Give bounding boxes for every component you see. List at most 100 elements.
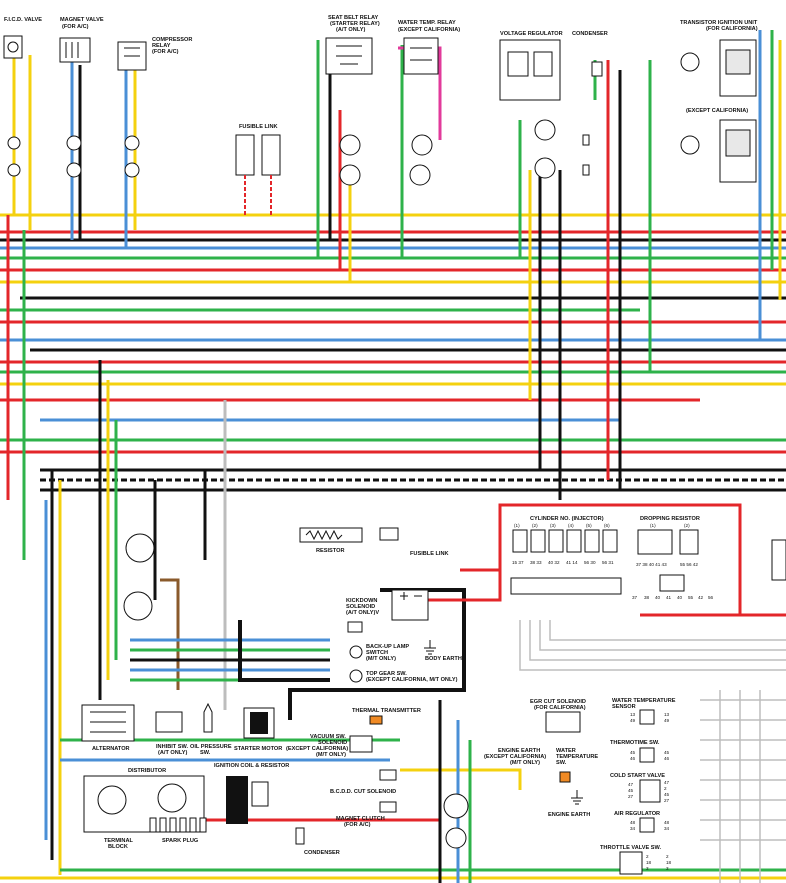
resistor-pin-row: 37 38 40 41 40 55 42 56 xyxy=(632,595,714,600)
pin-label: 49 xyxy=(664,718,670,723)
thermotime-label: THERMOTIME SW. xyxy=(610,740,660,746)
condenser-bottom-label: CONDENSER xyxy=(304,850,340,856)
pin-label: 13 xyxy=(664,712,670,717)
seat-belt-relay xyxy=(325,37,373,186)
kickdown-solenoid xyxy=(347,621,363,633)
inhibit-switch xyxy=(155,711,183,733)
body-earth-symbol xyxy=(424,640,436,655)
cold-start-pins: 47 2 45 27 47 45 27 xyxy=(628,780,670,803)
backup-lamp-label-3: (M/T ONLY) xyxy=(366,656,396,662)
magnet-valve-label: MAGNET VALVE xyxy=(60,17,104,23)
cold-start-label: COLD START VALVE xyxy=(610,773,665,779)
bcdd-label: B.C.D.D. CUT SOLENOID xyxy=(330,789,396,795)
kickdown-label: KICKDOWN xyxy=(346,598,377,604)
dropping-resistor-tag: (1) xyxy=(650,523,656,528)
dropping-resistor-2: (2) xyxy=(679,523,699,555)
throttle-valve-switch xyxy=(619,851,643,875)
spark-plugs xyxy=(149,817,207,833)
wire-brown-v-1 xyxy=(160,578,180,690)
resistor-pin: 41 xyxy=(666,595,672,600)
pin-label: 45 xyxy=(664,750,670,755)
resistor-label: RESISTOR xyxy=(316,548,345,554)
engine-earth-2-label: ENGINE EARTH xyxy=(548,812,590,818)
battery xyxy=(391,589,429,621)
pin-label: 3 xyxy=(646,866,649,871)
wire-harness xyxy=(0,30,786,883)
injector-pin-code: 15 37 xyxy=(512,560,524,565)
transistor-ignition-unit-california xyxy=(680,39,757,97)
pin-label: 18 xyxy=(646,860,652,865)
pin-label: 47 xyxy=(628,782,634,787)
water-temp-sensor xyxy=(639,709,655,725)
top-gear-label: TOP GEAR SW. xyxy=(366,671,407,677)
egr-cut-label-2: (FOR CALIFORNIA) xyxy=(534,705,586,711)
water-temp-sw-label-3: SW. xyxy=(556,760,567,766)
ficd-valve xyxy=(3,35,23,177)
distributor-label: DISTRIBUTOR xyxy=(128,768,166,774)
thermotime-pins: 45 46 45 46 xyxy=(630,750,670,761)
resistor-pin: 40 xyxy=(655,595,661,600)
fusible-link-2-label: FUSIBLE LINK xyxy=(410,551,449,557)
body-earth-label: BODY EARTH xyxy=(425,656,462,662)
starter-relay-label: (STARTER RELAY) xyxy=(330,21,380,27)
cylinder-number: (2) xyxy=(532,523,538,528)
pin-label: 45 xyxy=(628,788,634,793)
except-california-label: (EXCEPT CALIFORNIA) xyxy=(398,27,460,33)
magnet-clutch xyxy=(379,801,397,813)
for-ac-label: (FOR A/C) xyxy=(62,24,89,30)
engine-earth-1-label: ENGINE EARTH xyxy=(498,748,540,754)
injector-6 xyxy=(602,529,618,553)
pin-label: 27 xyxy=(664,798,670,803)
inhibit-sw-label: INHIBIT SW. xyxy=(156,744,188,750)
spark-plug-label: SPARK PLUG xyxy=(162,838,198,844)
water-temp-relay-label: WATER TEMP. RELAY xyxy=(398,20,456,26)
water-temperature-switch xyxy=(559,771,571,783)
ignition-coil xyxy=(226,776,269,824)
voltage-regulator xyxy=(499,39,561,179)
pin-label: 27 xyxy=(628,794,634,799)
cylinder-number: (5) xyxy=(586,523,592,528)
oil-pressure-switch xyxy=(203,702,213,733)
injector-pin-code: 38 33 xyxy=(530,560,542,565)
engine-earth-symbol xyxy=(571,790,583,805)
wire-gray-fan-4 xyxy=(549,620,786,641)
pin-label: 48 xyxy=(630,820,636,825)
throttle-pins: 2 18 3 2 18 3 xyxy=(646,854,672,871)
engine-earth-1b-label: (EXCEPT CALIFORNIA) xyxy=(484,754,546,760)
fusible-link-top xyxy=(235,134,281,215)
pin-label: 34 xyxy=(664,826,670,831)
alternator xyxy=(81,704,135,742)
resistor-connector xyxy=(379,527,399,541)
pin-label: 45 xyxy=(630,750,636,755)
egr-cut-solenoid xyxy=(545,711,581,733)
condenser-top-label: CONDENSER xyxy=(572,31,608,37)
injector-pin-code: 56 31 xyxy=(602,560,614,565)
bcdd-cut-solenoid xyxy=(379,769,397,781)
pin-label: 45 xyxy=(664,792,670,797)
magnet-valve xyxy=(59,37,91,178)
compressor-relay xyxy=(117,41,147,178)
resistor-pin: 40 xyxy=(677,595,683,600)
except-california-2-label: (EXCEPT CALIFORNIA) xyxy=(686,108,748,114)
water-temp-sw-label: WATER xyxy=(556,748,576,754)
transistor-ignition-label: TRANSISTOR IGNITION UNIT xyxy=(680,20,758,26)
injector-pin-row: 15 37 38 33 40 32 41 14 56 30 56 31 xyxy=(512,560,614,565)
condenser-bottom xyxy=(295,827,305,845)
injector-3 xyxy=(548,529,564,553)
vacuum-switch-solenoid xyxy=(349,735,373,753)
injector-connectors xyxy=(510,577,622,595)
cold-start-valve xyxy=(639,779,661,803)
wire-black-heavy-1 xyxy=(238,620,330,682)
dropping-connector xyxy=(659,574,685,592)
harness-connector-2 xyxy=(123,591,153,621)
thermotime-switch xyxy=(639,747,655,763)
water-temp-sensor-pins: 13 49 13 49 xyxy=(630,712,670,723)
wire-red-h-4 xyxy=(420,520,502,602)
backup-lamp-switch xyxy=(349,645,363,659)
cylinder-number: (4) xyxy=(568,523,574,528)
injector-2 xyxy=(530,529,546,553)
pin-label: 3 xyxy=(666,866,669,871)
wire-gray-fan-3 xyxy=(539,620,786,651)
vacuum-sw-label-2: SOLENOID xyxy=(318,740,347,746)
